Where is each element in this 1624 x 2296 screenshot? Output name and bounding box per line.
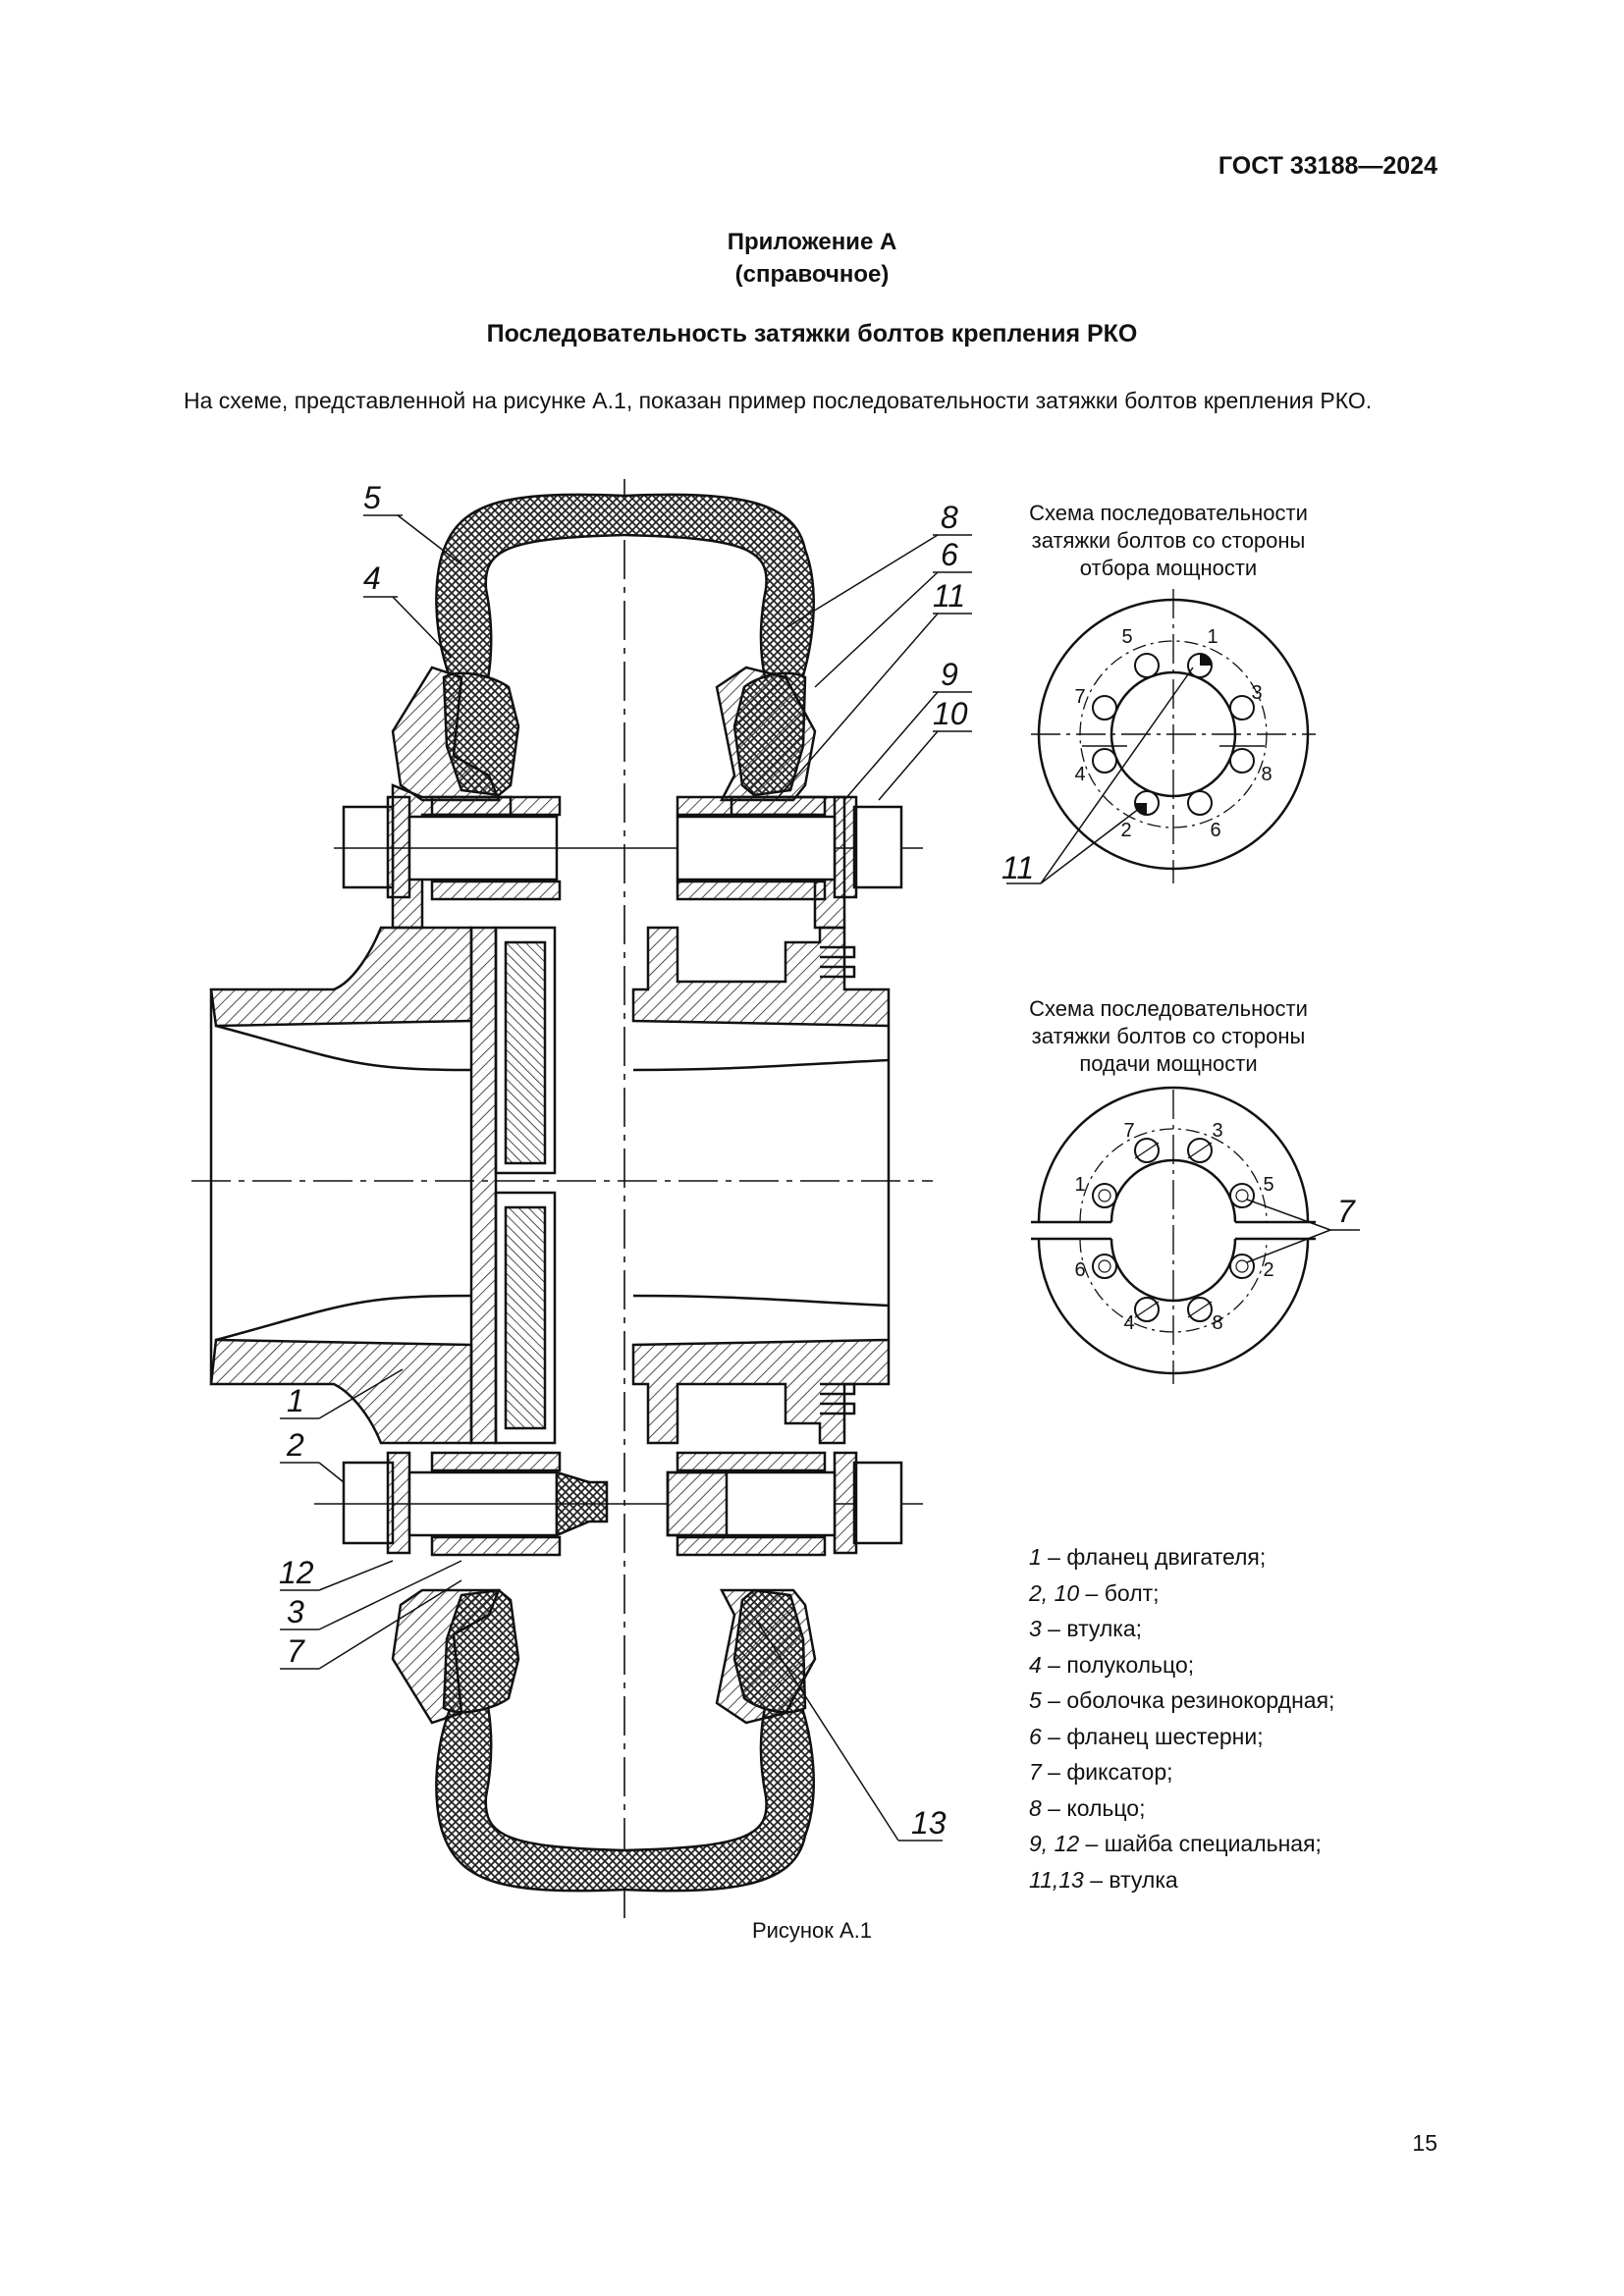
legend: 1 – фланец двигателя; 2, 10 – болт; 3 – …: [1029, 1539, 1334, 1897]
legend-item: 7 – фиксатор;: [1029, 1759, 1173, 1785]
standard-header: ГОСТ 33188—2024: [1218, 152, 1437, 180]
scheme2-num-2: 2: [1263, 1259, 1273, 1281]
scheme1-num-5: 5: [1121, 626, 1132, 648]
spacer-top: [494, 926, 557, 1175]
legend-item: 1 – фланец двигателя;: [1029, 1544, 1267, 1570]
callout-5: 5: [363, 480, 381, 515]
spacer-bottom: [494, 1191, 557, 1445]
callout-11: 11: [933, 578, 965, 614]
legend-item: 4 – полукольцо;: [1029, 1651, 1195, 1678]
legend-item: 8 – кольцо;: [1029, 1794, 1146, 1821]
scheme2-num-7: 7: [1123, 1120, 1134, 1142]
scheme1-num-2: 2: [1120, 820, 1131, 841]
scheme1-callout: 11: [1001, 850, 1034, 885]
scheme-input-side: Схема последовательности затяжки болтов …: [1029, 996, 1360, 1384]
scheme2-title-line2: затяжки болтов со стороны: [1032, 1024, 1306, 1048]
callout-10: 10: [933, 696, 968, 731]
scheme2-num-8: 8: [1212, 1312, 1222, 1334]
callout-13: 13: [911, 1805, 947, 1841]
callout-4: 4: [363, 561, 381, 596]
scheme1-num-8: 8: [1261, 764, 1272, 785]
appendix-note: (справочное): [734, 261, 890, 288]
scheme1-title-line3: отбора мощности: [1080, 556, 1257, 580]
half-ring-right-top: [715, 666, 817, 802]
callouts: [280, 514, 972, 1842]
scheme2-num-4: 4: [1123, 1312, 1134, 1334]
callout-2: 2: [286, 1427, 304, 1463]
coupling-section: [191, 479, 933, 1924]
callout-1: 1: [287, 1383, 304, 1418]
half-ring-left-bottom: [391, 1588, 501, 1725]
intro-paragraph: На схеме, представленной на рисунке А.1,…: [184, 388, 1373, 413]
scheme1-num-1: 1: [1207, 626, 1218, 648]
scheme2-num-6: 6: [1074, 1259, 1085, 1281]
legend-item: 2, 10 – болт;: [1029, 1579, 1160, 1606]
bolt-bottom-right: [666, 1451, 903, 1557]
section-title: Последовательность затяжки болтов крепле…: [486, 320, 1138, 347]
gear-teeth-top: [820, 945, 856, 979]
scheme2-title-line1: Схема последовательности: [1029, 996, 1308, 1021]
engine-flange-left-lower: [209, 1338, 473, 1445]
bolt-bottom-left: [314, 1451, 923, 1557]
callout-8: 8: [941, 500, 958, 535]
gear-flange-right: [631, 926, 891, 1028]
appendix-title: Приложение А: [727, 229, 897, 255]
scheme1-num-4: 4: [1074, 764, 1085, 785]
engine-hub-wall: [469, 926, 498, 1445]
spacer-bottom-fill: [504, 1205, 547, 1430]
callout-3: 3: [287, 1594, 304, 1629]
engine-hub-left: [209, 989, 472, 1384]
scheme-output-side: Схема последовательности затяжки болтов …: [1001, 501, 1316, 885]
scheme2-num-5: 5: [1263, 1174, 1273, 1196]
legend-item: 9, 12 – шайба специальная;: [1029, 1831, 1322, 1856]
scheme1-num-6: 6: [1210, 820, 1220, 841]
figure-caption: Рисунок А.1: [751, 1918, 873, 1943]
bolt-top-left: [334, 795, 923, 901]
scheme2-num-1: 1: [1074, 1174, 1085, 1196]
legend-item: 11,13 – втулка: [1029, 1866, 1178, 1893]
scheme1-num-3: 3: [1251, 682, 1262, 704]
gear-flange-right-lower: [631, 1338, 891, 1445]
scheme1-title-line1: Схема последовательности: [1029, 501, 1308, 525]
legend-item: 5 – оболочка резинокордная;: [1029, 1687, 1335, 1713]
page-number: 15: [1412, 2130, 1437, 2156]
legend-item: 3 – втулка;: [1029, 1616, 1143, 1641]
gear-teeth-bottom: [820, 1382, 856, 1415]
legend-item: 6 – фланец шестерни;: [1029, 1723, 1264, 1749]
scheme1-num-7: 7: [1074, 686, 1085, 708]
engine-flange-left: [209, 926, 473, 1028]
scheme1-title-line2: затяжки болтов со стороны: [1032, 528, 1306, 553]
callout-7: 7: [287, 1633, 305, 1669]
scheme2-num-3: 3: [1212, 1120, 1222, 1142]
gear-hub-right: [632, 1026, 891, 1340]
callout-12: 12: [279, 1555, 314, 1590]
bolt-top-right: [676, 795, 903, 901]
spacer-top-fill: [504, 940, 547, 1165]
callout-9: 9: [941, 657, 958, 692]
half-ring-right-bottom: [715, 1588, 817, 1725]
appendix-heading: Приложение А (справочное): [0, 226, 1624, 291]
callout-6: 6: [941, 537, 958, 572]
scheme2-title-line3: подачи мощности: [1079, 1051, 1257, 1076]
scheme2-callout: 7: [1337, 1194, 1356, 1229]
